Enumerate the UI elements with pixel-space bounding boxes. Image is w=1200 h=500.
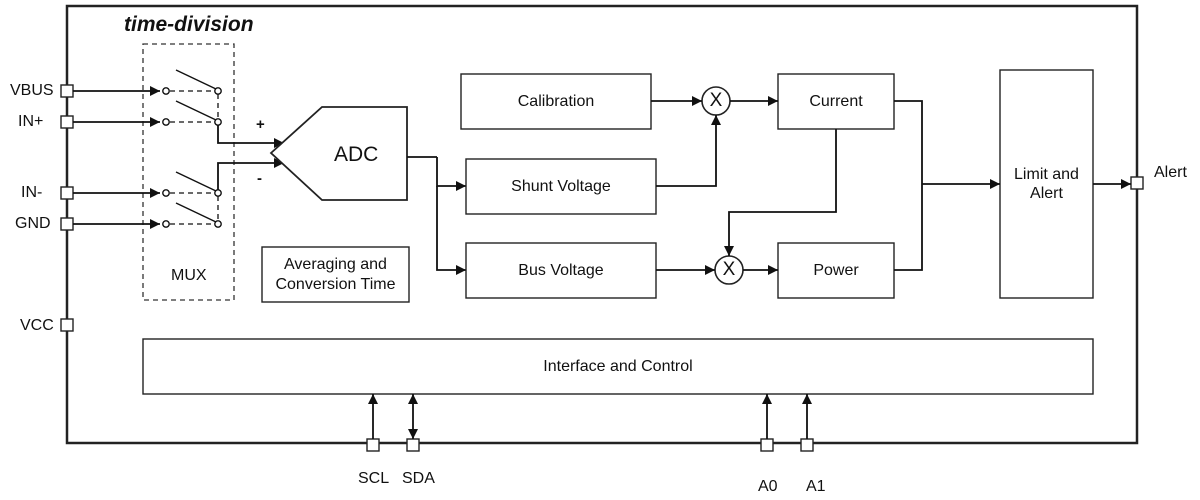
pin-label-a0: A0: [758, 478, 778, 495]
pin-inminus-box: [60, 186, 74, 200]
adc-minus-sign: -: [257, 170, 262, 187]
pin-a0-box: [760, 438, 774, 452]
multiplier-top-symbol: X: [709, 89, 723, 111]
averaging-label: Averaging and Conversion Time: [275, 256, 396, 293]
pin-label-inplus: IN+: [18, 113, 44, 130]
mux-label: MUX: [171, 267, 207, 284]
limit-alert-box: [999, 69, 1094, 299]
current-label: Current: [809, 92, 863, 110]
pin-label-scl: SCL: [358, 470, 390, 487]
pin-label-gnd: GND: [15, 215, 51, 232]
multiplier-bottom-symbol: X: [722, 258, 736, 280]
pin-sda-box: [406, 438, 420, 452]
pin-vbus-box: [60, 84, 74, 98]
mux-region: [142, 43, 235, 301]
pin-a1-box: [800, 438, 814, 452]
pin-label-a1: A1: [806, 478, 826, 495]
pin-label-inminus: IN-: [21, 184, 43, 201]
pin-label-alert: Alert: [1154, 164, 1187, 181]
adc-plus-sign: +: [256, 116, 265, 133]
adc-shape: [269, 106, 408, 201]
calibration-label: Calibration: [517, 92, 595, 110]
bus-voltage-label: Bus Voltage: [518, 261, 604, 279]
power-box: [777, 242, 895, 299]
pin-alert-box: [1130, 176, 1144, 190]
interface-control-box: [142, 338, 1094, 395]
diagram-title: time-division: [124, 13, 254, 36]
interface-control-label: Interface and Control: [543, 357, 693, 375]
averaging-box: [261, 246, 410, 303]
power-label: Power: [813, 261, 859, 279]
shunt-voltage-label: Shunt Voltage: [511, 177, 611, 195]
pin-inplus-box: [60, 115, 74, 129]
pin-label-vbus: VBUS: [10, 82, 54, 99]
adc-label: ADC: [334, 143, 379, 166]
pin-vcc-box: [60, 318, 74, 332]
pin-scl-box: [366, 438, 380, 452]
limit-alert-label: Limit and Alert: [1014, 165, 1079, 202]
pin-gnd-box: [60, 217, 74, 231]
pin-label-sda: SDA: [402, 470, 435, 487]
pin-label-vcc: VCC: [20, 317, 54, 334]
bus-voltage-box: [465, 242, 657, 299]
calibration-box: [460, 73, 652, 130]
